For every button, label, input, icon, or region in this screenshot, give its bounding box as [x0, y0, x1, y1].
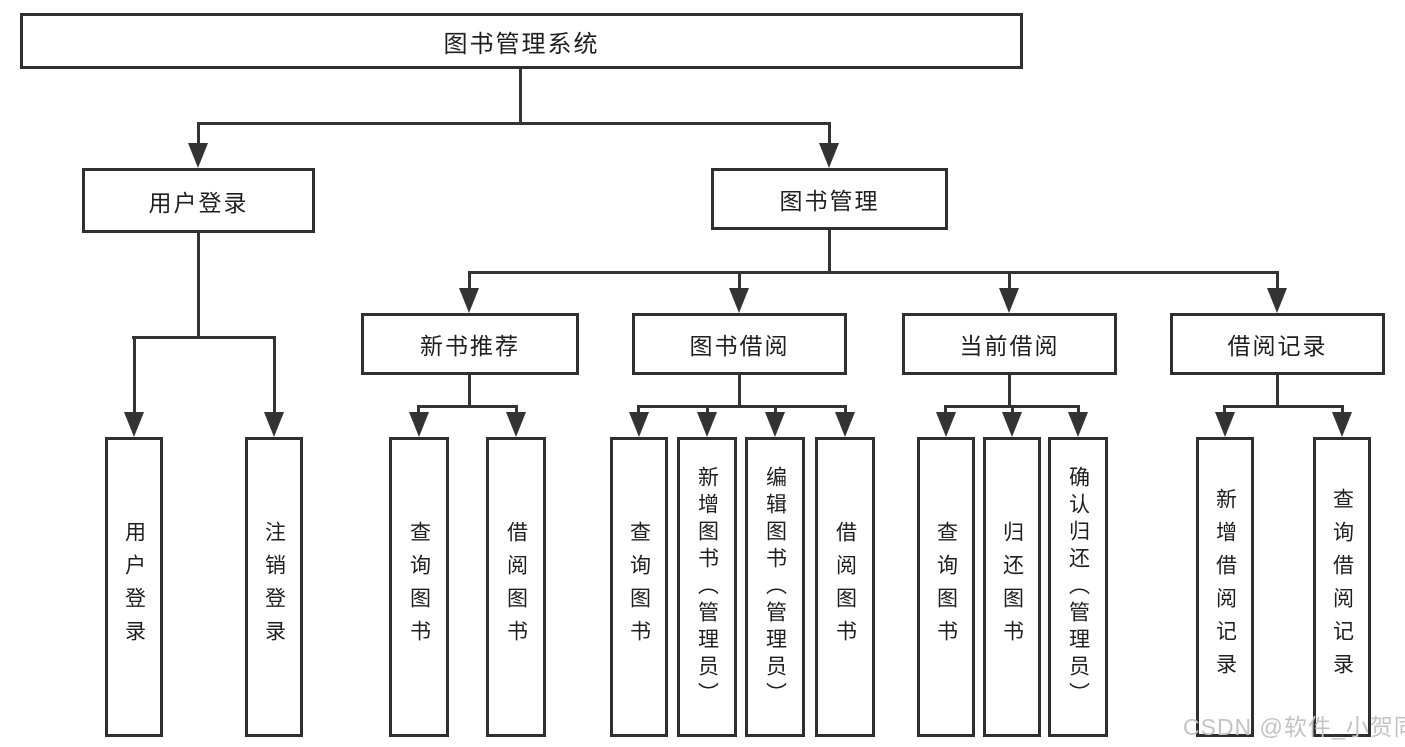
connector-arrow-stem	[706, 405, 709, 415]
down-arrow-icon	[819, 143, 839, 168]
node-leaf-bb-edit: 编辑图书（管理员）	[745, 437, 805, 737]
leaf-label: 查询图书	[627, 521, 651, 653]
node-leaf-cb-confirm: 确认归还（管理员）	[1048, 437, 1108, 737]
connector-root-hbar	[197, 122, 831, 125]
down-arrow-icon	[1215, 412, 1235, 437]
connector-arrow-stem	[738, 271, 741, 289]
connector-userlogin-stem	[197, 233, 200, 339]
connector-root-stem	[519, 69, 522, 125]
node-borrow-records: 借阅记录	[1170, 313, 1385, 375]
connector-arrow-stem	[515, 405, 518, 415]
connector-arrow-stem	[273, 336, 276, 414]
node-leaf-br-add: 新增借阅记录	[1196, 437, 1254, 737]
leaf-label: 注销登录	[262, 521, 286, 653]
node-leaf-bb-borrow: 借阅图书	[815, 437, 875, 737]
node-leaf-logout: 注销登录	[245, 437, 303, 737]
down-arrow-icon	[999, 288, 1019, 313]
connector-bookmgmt-stem	[828, 230, 831, 274]
node-user-login: 用户登录	[82, 168, 315, 233]
leaf-label: 查询图书	[934, 521, 958, 653]
node-book-management: 图书管理	[711, 168, 948, 230]
leaf-label: 确认归还（管理员）	[1066, 465, 1090, 709]
connector-arrow-stem	[637, 405, 640, 415]
connector-userlogin-hbar	[132, 336, 276, 339]
connector-arrow-stem	[468, 271, 471, 289]
connector-records-stem	[1276, 375, 1279, 408]
down-arrow-icon	[264, 412, 284, 437]
node-root: 图书管理系统	[20, 13, 1023, 69]
leaf-label: 借阅图书	[504, 521, 528, 653]
down-arrow-icon	[835, 412, 855, 437]
leaf-label: 查询借阅记录	[1330, 488, 1354, 686]
down-arrow-icon	[697, 412, 717, 437]
down-arrow-icon	[1267, 288, 1287, 313]
leaf-label: 新增借阅记录	[1213, 488, 1237, 686]
leaf-label: 归还图书	[1000, 521, 1024, 653]
connector-arrow-stem	[133, 336, 136, 414]
down-arrow-icon	[124, 412, 144, 437]
connector-newbooks-hbar	[417, 405, 518, 408]
down-arrow-icon	[506, 412, 526, 437]
connector-arrow-stem	[828, 122, 831, 148]
node-leaf-bb-query: 查询图书	[610, 437, 668, 737]
down-arrow-icon	[1068, 412, 1088, 437]
down-arrow-icon	[1332, 412, 1352, 437]
node-leaf-cb-return: 归还图书	[983, 437, 1041, 737]
leaf-label: 新增图书（管理员）	[695, 465, 719, 709]
down-arrow-icon	[459, 288, 479, 313]
node-leaf-bb-add: 新增图书（管理员）	[677, 437, 737, 737]
connector-current-stem	[1008, 375, 1011, 408]
leaf-label: 用户登录	[122, 521, 146, 653]
node-leaf-cb-query: 查询图书	[917, 437, 975, 737]
down-arrow-icon	[729, 288, 749, 313]
connector-arrow-stem	[774, 405, 777, 415]
node-leaf-br-query: 查询借阅记录	[1313, 437, 1371, 737]
connector-bookmgmt-hbar	[468, 271, 1279, 274]
node-book-borrowing: 图书借阅	[632, 313, 847, 375]
connector-borrowing-stem	[738, 375, 741, 408]
connector-arrow-stem	[1276, 271, 1279, 289]
down-arrow-icon	[409, 412, 429, 437]
down-arrow-icon	[936, 412, 956, 437]
leaf-label: 借阅图书	[833, 521, 857, 653]
connector-arrow-stem	[1011, 405, 1014, 415]
connector-arrow-stem	[844, 405, 847, 415]
node-current-borrowing: 当前借阅	[902, 313, 1117, 375]
leaf-label: 查询图书	[407, 521, 431, 653]
down-arrow-icon	[629, 412, 649, 437]
down-arrow-icon	[765, 412, 785, 437]
csdn-watermark: CSDN @软件_小贺同学	[1183, 714, 1405, 740]
node-leaf-user-login: 用户登录	[105, 437, 163, 737]
node-new-book-recommend: 新书推荐	[361, 313, 579, 375]
node-leaf-nb-query: 查询图书	[389, 437, 449, 737]
connector-newbooks-stem	[468, 375, 471, 408]
connector-arrow-stem	[417, 405, 420, 415]
node-leaf-nb-borrow: 借阅图书	[486, 437, 546, 737]
connector-arrow-stem	[197, 122, 200, 148]
connector-arrow-stem	[1008, 271, 1011, 289]
connector-arrow-stem	[1341, 405, 1344, 415]
connector-arrow-stem	[1223, 405, 1226, 415]
leaf-label: 编辑图书（管理员）	[763, 465, 787, 709]
down-arrow-icon	[188, 143, 208, 168]
down-arrow-icon	[1002, 412, 1022, 437]
connector-arrow-stem	[1077, 405, 1080, 415]
connector-borrowing-hbar	[637, 405, 847, 408]
connector-arrow-stem	[944, 405, 947, 415]
connector-records-hbar	[1223, 405, 1344, 408]
